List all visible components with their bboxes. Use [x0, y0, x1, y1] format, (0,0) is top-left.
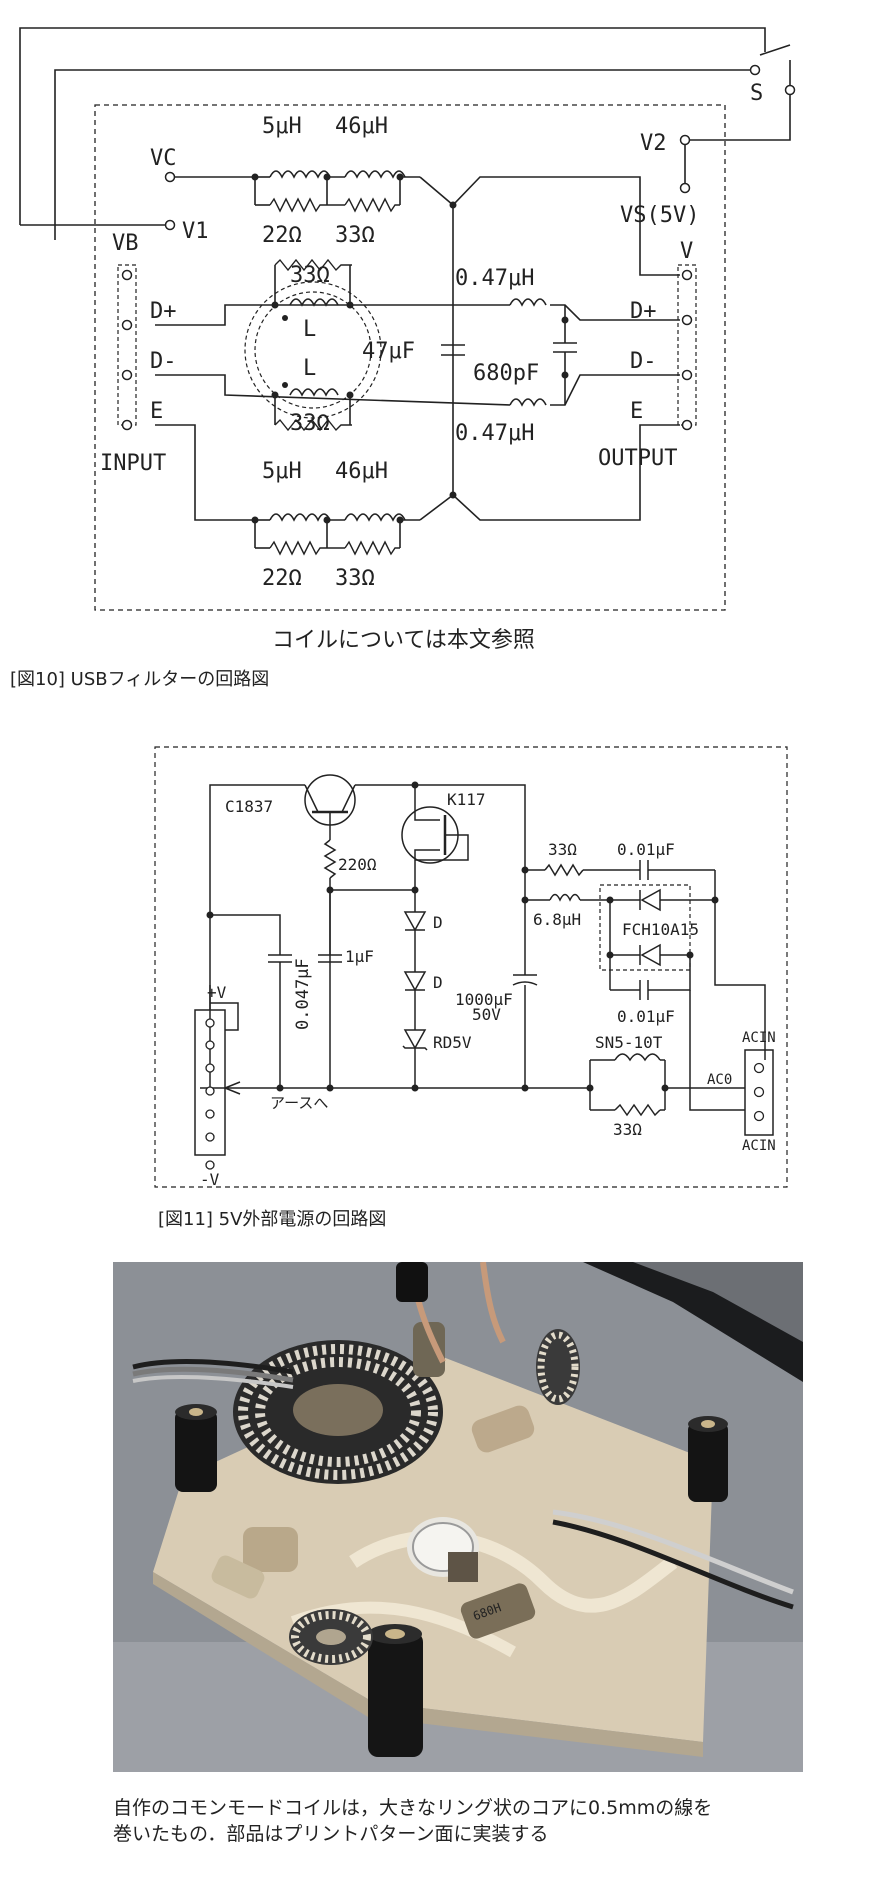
fig11-fch-label: FCH10A15: [622, 920, 699, 939]
fig11-aco-label: AC0: [707, 1072, 732, 1088]
fig10-c680-label: 680pF: [473, 361, 539, 386]
photo-caption-line1: 自作のコモンモードコイルは，大きなリング状のコアに0.5mmの線を: [113, 1797, 713, 1819]
fig11-acin-top-label: ACIN: [742, 1030, 776, 1046]
fig11-c001-bot-label: 0.01μF: [617, 1007, 675, 1026]
fig10-r22-bot-label: 22Ω: [262, 566, 302, 591]
fig10-switch-label: S: [750, 81, 763, 106]
fig10-dminus-in-label: D-: [150, 349, 177, 374]
fig10-v1-label: V1: [182, 219, 209, 244]
fig10-l-top-label: L: [303, 317, 316, 342]
circuit-board-photo: 680H: [113, 1262, 803, 1772]
fig10-dplus-in-label: D+: [150, 299, 177, 324]
fig11-d2-label: D: [433, 973, 443, 992]
fig10-e-in-label: E: [150, 399, 163, 424]
fig10-l5-top-label: 5μH: [262, 114, 302, 139]
fig10-vc-label: VC: [150, 146, 177, 171]
fig11-c1u-label: 1μF: [345, 947, 374, 966]
fig11-r33-label: 33Ω: [548, 840, 577, 859]
fig10-r33-cm-bot-label: 33Ω: [290, 411, 330, 436]
fig11-c1000-label: 1000μF: [455, 990, 513, 1009]
fig11-earth-label: アースへ: [270, 1094, 328, 1112]
fig10-output-label: OUTPUT: [598, 446, 677, 471]
fig11-c001-top-label: 0.01μF: [617, 840, 675, 859]
fig10-dplus-out-label: D+: [630, 299, 657, 324]
fig11-l68-label: 6.8μH: [533, 910, 581, 929]
fig10-c47-label: 47μF: [362, 339, 415, 364]
fig11-k117-label: K117: [447, 790, 486, 809]
fig10-l-bot-label: L: [303, 356, 316, 381]
fig11-acin-bot-label: ACIN: [742, 1138, 776, 1154]
fig11-sn5-label: SN5-10T: [595, 1033, 663, 1052]
fig10-v2-label: V2: [640, 131, 667, 156]
photo-caption-line2: 巻いたもの．部品はプリントパターン面に実装する: [113, 1823, 549, 1845]
fig10-r22-top-label: 22Ω: [262, 223, 302, 248]
fig10-r33-bot-label: 33Ω: [335, 566, 375, 591]
fig10-e-out-label: E: [630, 399, 643, 424]
fig10-v-label: V: [680, 239, 693, 264]
fig11-c047-label: 0.047μF: [293, 958, 313, 1030]
fig10-vs-label: VS(5V): [620, 203, 699, 228]
fig11-r220-label: 220Ω: [338, 855, 377, 874]
fig11-plus-v-label: +V: [207, 983, 227, 1002]
fig10-l047-bot-label: 0.47μH: [455, 421, 534, 446]
fig11-minus-v-label: -V: [200, 1170, 220, 1189]
fig10-input-label: INPUT: [100, 451, 166, 476]
fig10-r33-cm-top-label: 33Ω: [290, 263, 330, 288]
fig11-caption: [図11] 5V外部電源の回路図: [158, 1209, 387, 1230]
fig11-rd5v-label: RD5V: [433, 1033, 472, 1052]
photo-caption: 自作のコモンモードコイルは，大きなリング状のコアに0.5mmの線を 巻いたもの．…: [113, 1795, 813, 1847]
power-supply-schematic: C1837 K117 220Ω D D RD5V 0.047μF 1μF 100…: [154, 746, 788, 1189]
fig10-l047-top-label: 0.47μH: [455, 266, 534, 291]
fig10-dminus-out-label: D-: [630, 349, 657, 374]
fig10-note: コイルについては本文参照: [272, 628, 535, 653]
fig11-r33-bot-label: 33Ω: [613, 1120, 642, 1139]
fig11-c1000v-label: 50V: [472, 1005, 501, 1024]
fig10-l5-bot-label: 5μH: [262, 459, 302, 484]
fig10-caption: [図10] USBフィルターの回路図: [10, 669, 270, 690]
fig11-c1837-label: C1837: [225, 797, 273, 816]
fig10-r33-top-label: 33Ω: [335, 223, 375, 248]
fig11-d1-label: D: [433, 913, 443, 932]
fig10-l46-bot-label: 46μH: [335, 459, 388, 484]
fig10-l46-top-label: 46μH: [335, 114, 388, 139]
fig10-vb-label: VB: [112, 231, 139, 256]
usb-filter-schematic: S VC V1 V2 VS(5V) VB V D+ D- E D+ D- E I…: [19, 27, 796, 611]
